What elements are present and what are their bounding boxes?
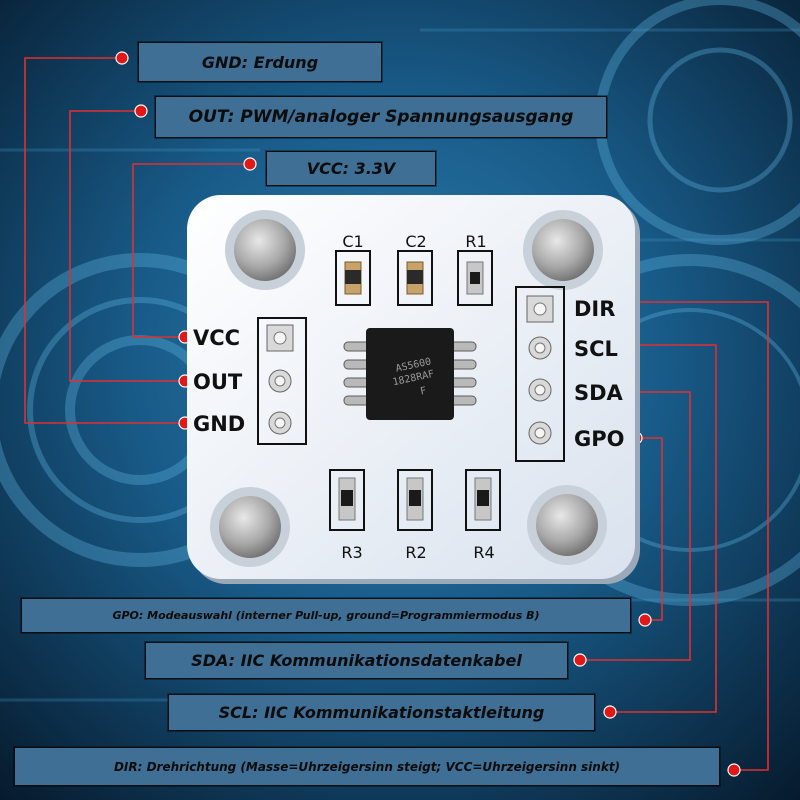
pin-label-gnd: GND xyxy=(193,412,245,436)
silk-c2: C2 xyxy=(405,232,426,251)
label-sda: SDA: IIC Kommunikationsdatenkabel xyxy=(145,642,568,679)
silk-r2: R2 xyxy=(405,543,426,562)
pin-label-sda: SDA xyxy=(574,381,624,405)
top-components xyxy=(335,250,493,306)
label-gpo: GPO: Modeauswahl (interner Pull-up, grou… xyxy=(21,598,631,633)
silk-r3: R3 xyxy=(341,543,362,562)
silk-c1: C1 xyxy=(342,232,363,251)
label-gnd-text: GND: Erdung xyxy=(201,52,319,72)
label-scl-text: SCL: IIC Kommunikationstaktleitung xyxy=(218,703,545,722)
pin-label-dir: DIR xyxy=(574,297,615,321)
label-scl: SCL: IIC Kommunikationstaktleitung xyxy=(168,694,595,731)
pin-label-scl: SCL xyxy=(574,337,618,361)
label-vcc: VCC: 3.3V xyxy=(266,151,436,186)
pin-label-gpo: GPO xyxy=(574,427,624,451)
label-dir-text: DIR: Drehrichtung (Masse=Uhrzeigersinn s… xyxy=(113,759,621,774)
chip-marking-3: F xyxy=(419,386,427,398)
label-out: OUT: PWM/analoger Spannungsausgang xyxy=(155,96,607,138)
silk-r1: R1 xyxy=(465,232,486,251)
bottom-components xyxy=(329,469,501,531)
label-gnd: GND: Erdung xyxy=(138,42,382,82)
pin-label-out: OUT xyxy=(193,370,243,394)
pin-label-vcc: VCC xyxy=(193,326,240,350)
silk-r4: R4 xyxy=(473,543,494,562)
left-header-outline xyxy=(257,317,307,445)
label-vcc-text: VCC: 3.3V xyxy=(306,159,396,178)
label-sda-text: SDA: IIC Kommunikationsdatenkabel xyxy=(191,651,522,670)
mounting-holes xyxy=(210,210,607,567)
as5600-chip xyxy=(366,328,454,420)
label-dir: DIR: Drehrichtung (Masse=Uhrzeigersinn s… xyxy=(14,747,720,786)
left-header-pads xyxy=(266,324,294,435)
right-header-pads xyxy=(526,295,554,445)
label-out-text: OUT: PWM/analoger Spannungsausgang xyxy=(188,107,574,127)
label-gpo-text: GPO: Modeauswahl (interner Pull-up, grou… xyxy=(112,609,540,622)
right-header-outline xyxy=(515,286,565,462)
